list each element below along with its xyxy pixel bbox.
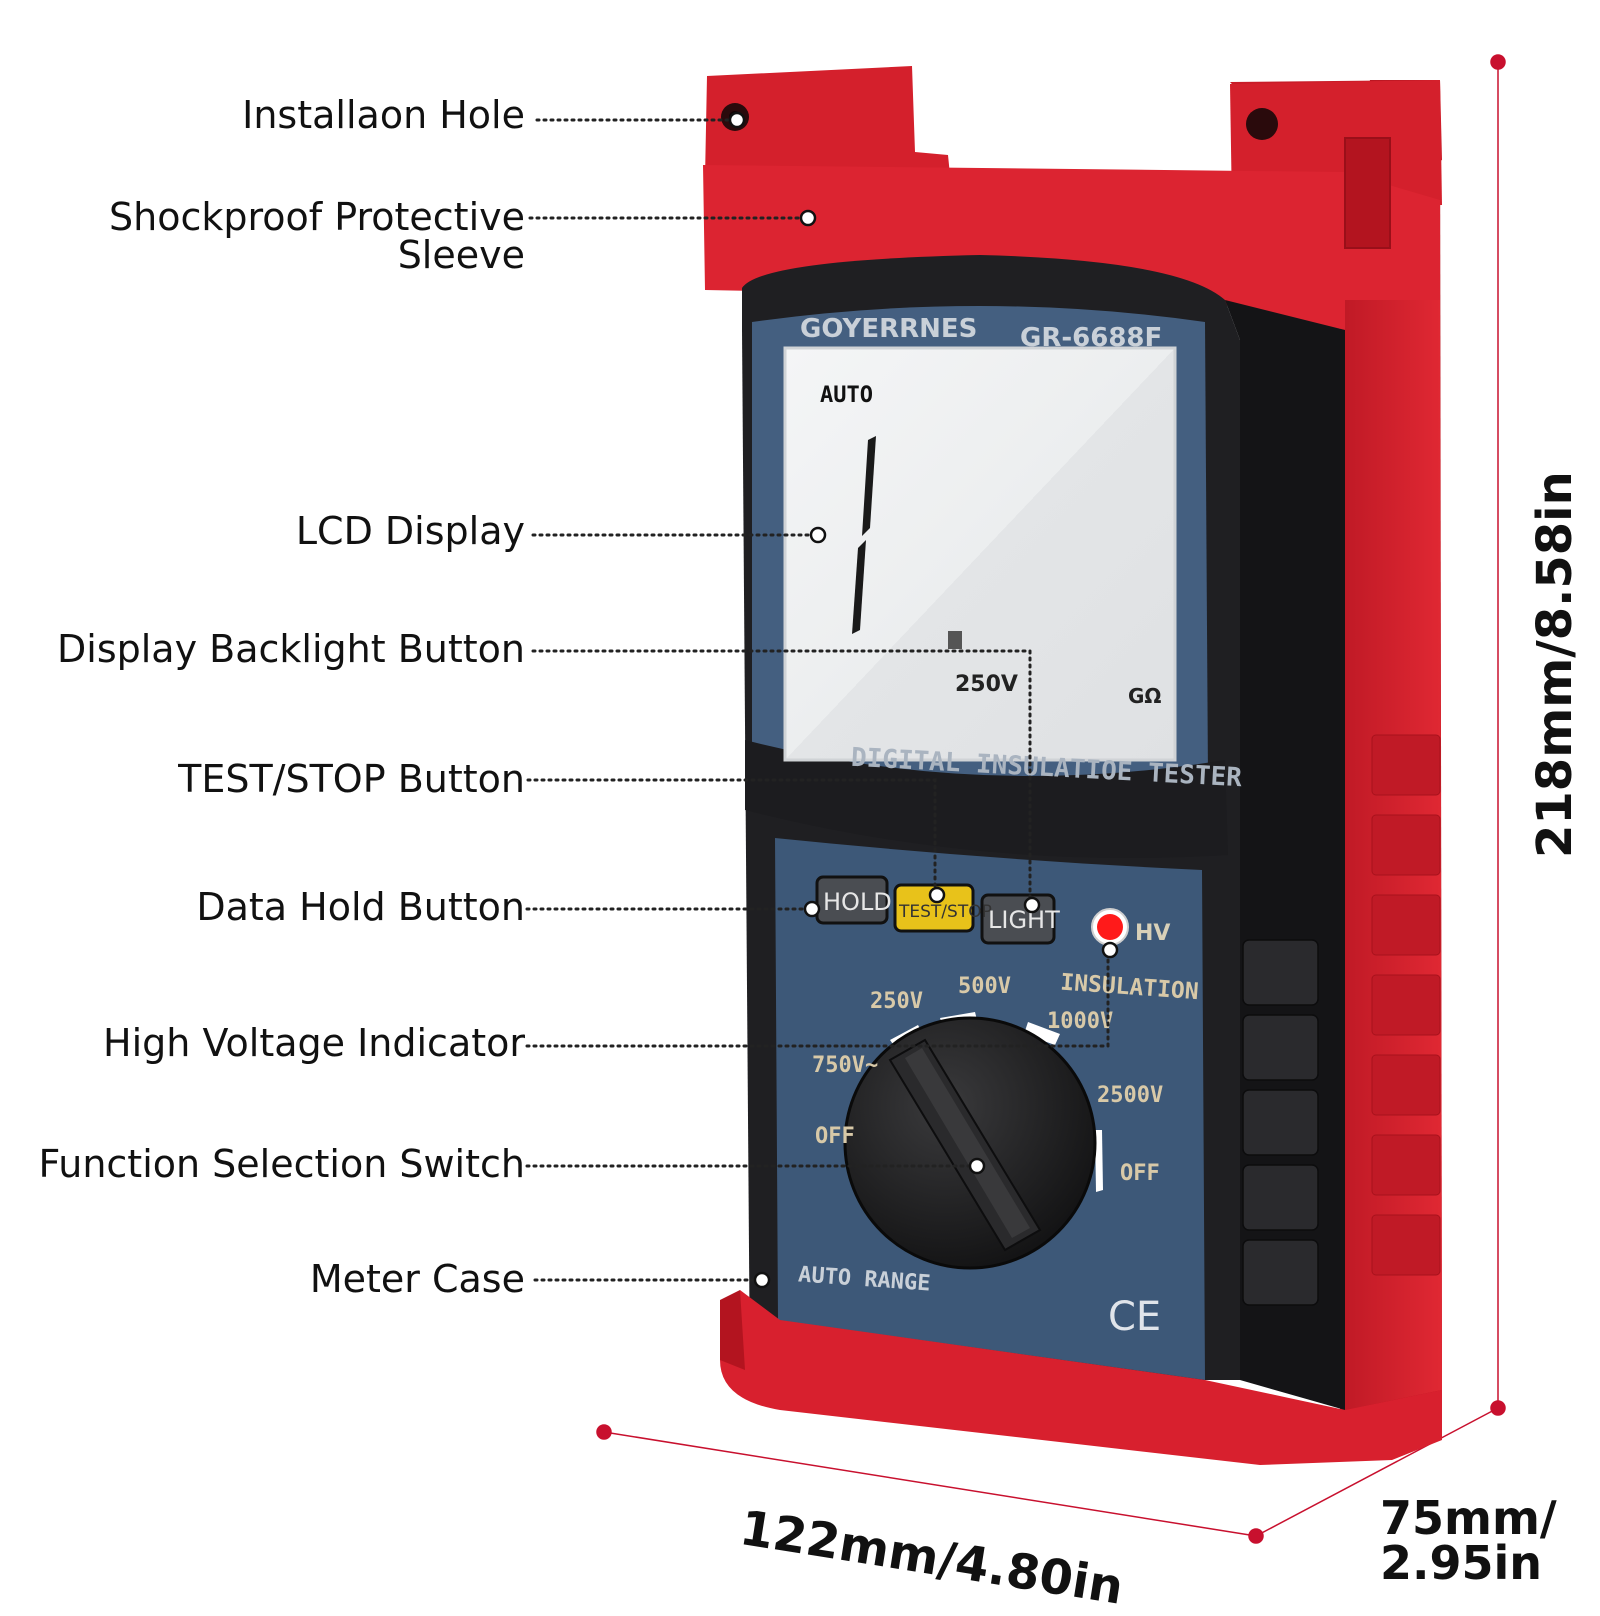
callout-installation-hole: Installaon Hole (242, 93, 525, 137)
lcd-voltage-label: 250V (955, 672, 1018, 697)
brand-label: GOYERRNES (800, 314, 977, 344)
ce-mark: CE (1108, 1294, 1161, 1340)
dial-off-left-label: OFF (815, 1124, 855, 1149)
model-label: GR-6688F (1020, 323, 1162, 353)
hold-button-label: HOLD (823, 888, 892, 916)
control-panel (775, 838, 1205, 1380)
leader-lines (525, 118, 1110, 1282)
callout-lcd-display: LCD Display (295, 509, 525, 553)
depth-dimension-line2: 2.95in (1380, 1536, 1543, 1590)
lcd-unit-label: GΩ (1128, 684, 1161, 708)
sleeve-bottom (720, 1290, 1442, 1465)
height-dimension: 218mm/8.58in (1527, 471, 1583, 858)
dimension-lines (596, 54, 1506, 1544)
callout-meter-case: Meter Case (309, 1257, 525, 1301)
callout-hv-indicator: High Voltage Indicator (103, 1021, 525, 1065)
dial-750v-label: 750V~ (812, 1053, 878, 1078)
lcd-cursor (948, 631, 962, 649)
test-stop-button-label: TEST/STOP (898, 902, 992, 922)
hv-indicator-led (1097, 914, 1123, 940)
callout-sleeve-line2: Sleeve (397, 233, 525, 277)
callout-data-hold-button: Data Hold Button (196, 885, 525, 929)
callout-sleeve-line1: Shockproof Protective (109, 195, 525, 239)
protective-sleeve (703, 66, 1442, 1450)
dial-1000v-label: 1000V (1047, 1009, 1113, 1034)
light-button-label: LIGHT (988, 906, 1060, 934)
leader-endpoints (728, 111, 1119, 1289)
lcd-auto-label: AUTO (820, 383, 873, 408)
width-left-point (596, 1424, 612, 1440)
lcd-display (783, 346, 1177, 762)
installation-hole-right (1246, 108, 1278, 140)
dial-off-right-label: OFF (1120, 1161, 1160, 1186)
dial-250v-label: 250V (870, 989, 923, 1014)
depth-dimension-line1: 75mm/ (1380, 1491, 1557, 1545)
height-top-point (1490, 54, 1506, 70)
dial-500v-label: 500V (958, 974, 1011, 999)
callout-test-stop-button: TEST/STOP Button (178, 757, 525, 801)
callout-backlight-button: Display Backlight Button (57, 627, 525, 671)
hv-label: HV (1135, 921, 1170, 946)
callout-function-switch: Function Selection Switch (38, 1142, 525, 1186)
lcd-digit (852, 436, 876, 634)
function-selector-knob (843, 1016, 1097, 1270)
dial-2500v-label: 2500V (1097, 1083, 1163, 1108)
